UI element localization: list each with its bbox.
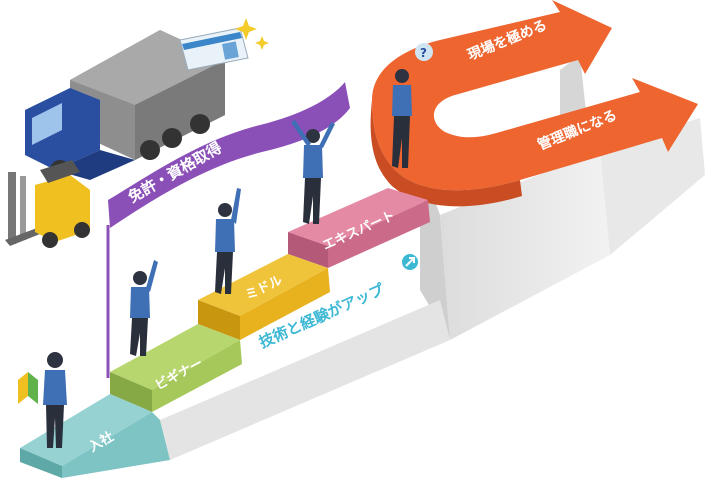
step-beginner-top (110, 324, 240, 390)
career-fork-arrow: 現場を極める 管理職になる (370, 0, 705, 340)
person-icon (215, 188, 241, 294)
step-entry-side (62, 412, 170, 478)
arrow-wall-lower (440, 150, 610, 340)
banner-ribbon (108, 82, 350, 228)
up-arrow-icon (402, 254, 418, 270)
step-expert-side (328, 200, 430, 268)
arrow-front-edge (370, 100, 522, 207)
stair-side-wall (160, 300, 450, 460)
arrow-top-face (372, 0, 698, 191)
question-mark: ? (420, 46, 427, 60)
step-middle-front (198, 300, 240, 340)
person-icon (392, 69, 412, 168)
question-bubble-icon: ? (415, 43, 433, 61)
arrow-wall-tip (600, 118, 705, 255)
forklift-icon (5, 160, 90, 248)
staircase: エキスパート ミドル ビギナー 入社 (20, 188, 450, 478)
step-middle-top (198, 254, 328, 316)
step-expert-front (288, 232, 328, 268)
sparkle-icon (235, 18, 269, 50)
step-beginner-front (110, 372, 152, 412)
person-icon (291, 120, 335, 224)
person-icon (43, 352, 67, 448)
step-entry-front (20, 448, 62, 478)
step-beginner-side (152, 340, 242, 412)
person-icon (130, 260, 158, 356)
step-middle-side (240, 268, 330, 340)
step-expert-top (288, 188, 428, 246)
beginner-mark-icon (18, 372, 38, 404)
license-card-icon (179, 27, 249, 71)
